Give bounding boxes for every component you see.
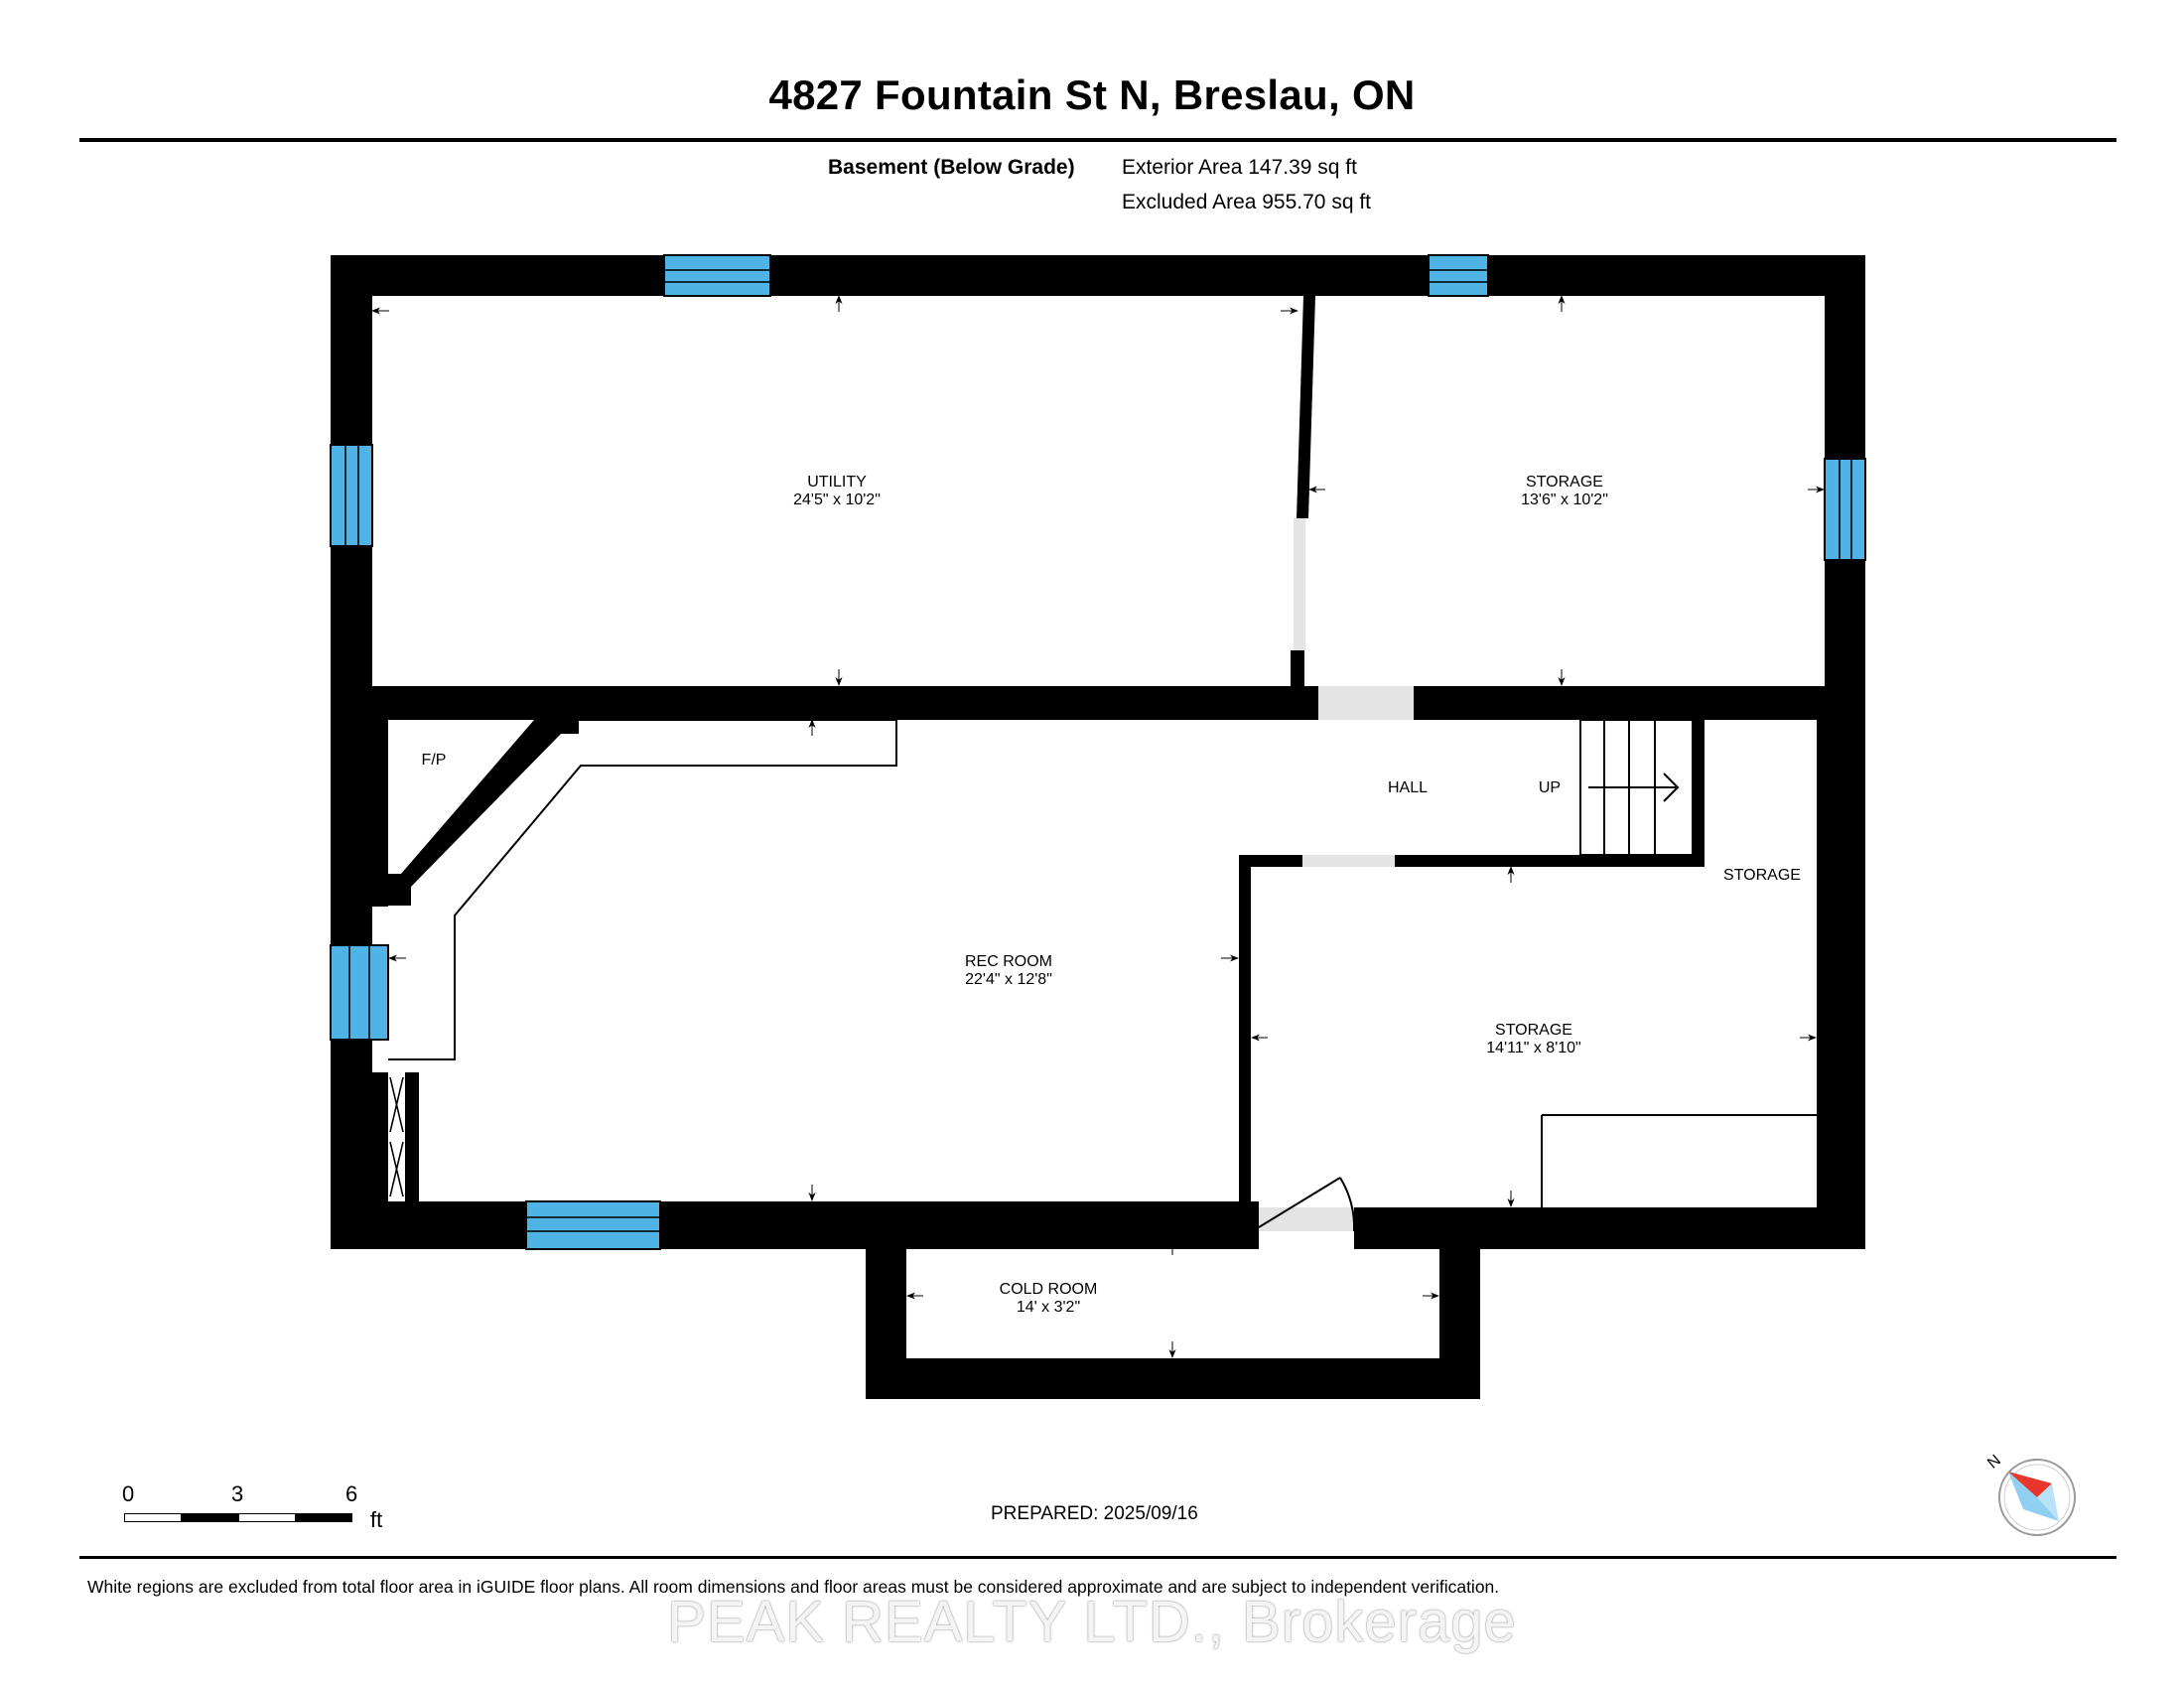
excluded-area: Excluded Area 955.70 sq ft [1122, 191, 1372, 213]
window-storage-north [1428, 254, 1489, 297]
door-openings [1259, 518, 1414, 1231]
rec-room-size: 22'4" x 12'8" [965, 971, 1052, 988]
window-storage-east [1824, 458, 1866, 561]
wall-cold-south [866, 1358, 1480, 1399]
compass-label: N [1984, 1452, 2004, 1472]
wall-middle-left [331, 686, 1318, 720]
room-labels: UTILITY 24'5" x 10'2" STORAGE 13'6" x 10… [422, 474, 1801, 1316]
wall-closet-east [1817, 720, 1825, 1207]
wall-south-east [1354, 1207, 1865, 1249]
wall-utility-storage [1297, 296, 1315, 518]
scale-tick-6: 6 [345, 1481, 358, 1506]
walls [331, 255, 1865, 1399]
door-cold-room [1259, 1207, 1354, 1231]
utility-name: UTILITY [807, 474, 867, 491]
rec-room-name: REC ROOM [965, 953, 1052, 970]
windows [330, 254, 1866, 1250]
wall-storage-north-2 [1395, 855, 1705, 867]
wall-inner-west-2 [372, 1072, 388, 1201]
door-hall-north [1318, 686, 1414, 720]
window-rec-west [330, 944, 389, 1041]
disclaimer: White regions are excluded from total fl… [87, 1577, 1500, 1597]
stairs-label: UP [1539, 779, 1561, 796]
wall-cold-north-right [1354, 1231, 1480, 1239]
wall-stair-east [1693, 720, 1705, 867]
footer-rule [79, 1556, 2116, 1559]
cold-room-size: 14' x 3'2" [1017, 1299, 1080, 1316]
fireplace-label: F/P [422, 752, 447, 769]
wall-east [1825, 255, 1865, 1249]
wall-middle-right [1414, 686, 1865, 720]
scale-tick-0: 0 [122, 1481, 135, 1506]
storage-closet-name: STORAGE [1723, 867, 1801, 884]
exterior-area: Exterior Area 147.39 sq ft [1122, 156, 1357, 179]
scale-unit: ft [370, 1507, 383, 1532]
window-utility-north [663, 254, 771, 297]
closet-door [389, 1076, 404, 1197]
storage-se-size: 14'11" x 8'10" [1486, 1040, 1580, 1056]
wall-storage-west [1239, 855, 1251, 1207]
storage-ne-size: 13'6" x 10'2" [1521, 492, 1608, 508]
stairs [1579, 719, 1694, 856]
header-rule [79, 138, 2116, 142]
door-storage-north [1302, 855, 1395, 867]
storage-ne-name: STORAGE [1526, 474, 1603, 491]
scale-seg-1 [124, 1513, 182, 1522]
wall-inner-west-3 [405, 1072, 419, 1201]
window-lines [344, 269, 1852, 1232]
interior-lines [388, 719, 1817, 1207]
scale-seg-3 [238, 1513, 296, 1522]
prepared-date: PREPARED: 2025/09/16 [991, 1503, 1198, 1524]
door-utility-storage [1294, 518, 1305, 650]
wall-west [331, 255, 372, 1249]
scale-tick-3: 3 [231, 1481, 244, 1506]
window-utility-west [330, 444, 373, 547]
wall-north [331, 255, 1865, 296]
cold-room-name: COLD ROOM [1000, 1281, 1098, 1298]
dimension-arrows [371, 295, 1825, 1358]
wall-storage-north-1 [1239, 855, 1302, 867]
utility-size: 24'5" x 10'2" [793, 492, 881, 508]
page-title: 4827 Fountain St N, Breslau, ON [768, 71, 1416, 118]
wall-utility-storage-low [1291, 650, 1304, 686]
door-swing [1258, 1177, 1356, 1232]
hall-name: HALL [1388, 779, 1428, 796]
scale-seg-2 [181, 1513, 239, 1522]
wall-inner-west-1 [372, 720, 388, 907]
wall-south-west [331, 1201, 1259, 1249]
window-rec-south [525, 1200, 661, 1250]
watermark: PEAK REALTY LTD., Brokerage [667, 1590, 1517, 1654]
compass-icon: N [1984, 1452, 2076, 1536]
floor-label: Basement (Below Grade) [828, 156, 1075, 179]
fireplace-wall [388, 720, 579, 906]
scale-seg-4 [295, 1513, 352, 1522]
storage-se-name: STORAGE [1495, 1022, 1572, 1039]
